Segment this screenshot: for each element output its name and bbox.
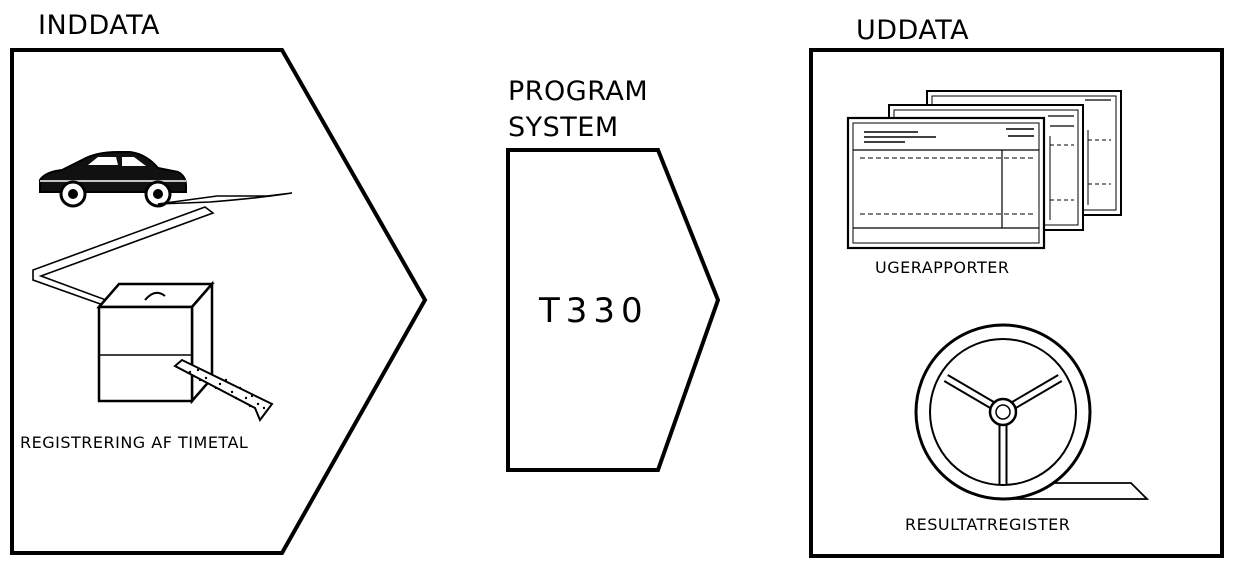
car-icon	[39, 151, 187, 208]
counter-box-icon	[96, 280, 215, 405]
program-title-line2: SYSTEM	[508, 112, 619, 143]
output-title: UDDATA	[856, 15, 970, 46]
sensor-cable	[157, 192, 293, 205]
output-panel	[809, 48, 1224, 558]
input-panel	[10, 48, 428, 555]
program-title-line1: PROGRAM	[508, 76, 649, 107]
tape-reel-icon	[914, 323, 1150, 501]
register-caption: RESULTATREGISTER	[905, 515, 1071, 534]
program-name: T330	[539, 291, 649, 331]
punched-tape-icon	[173, 358, 274, 422]
program-panel	[506, 148, 721, 472]
report-stack-icon	[846, 90, 1122, 250]
input-title: INDDATA	[38, 10, 161, 41]
input-caption: REGISTRERING AF TIMETAL	[20, 433, 249, 452]
report-caption: UGERAPPORTER	[875, 258, 1010, 277]
